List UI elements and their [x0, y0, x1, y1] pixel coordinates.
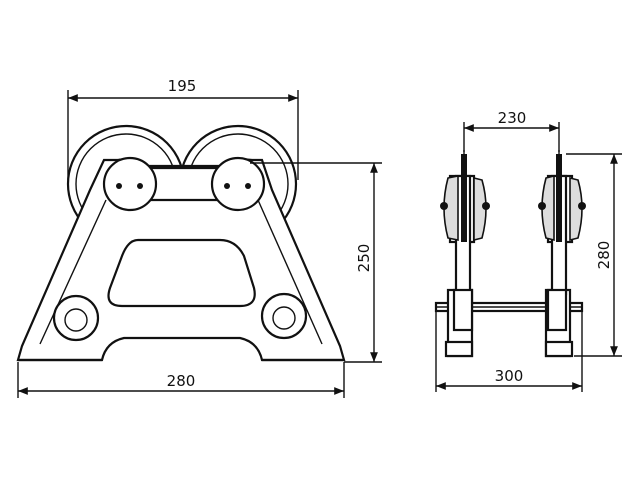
left-wheel-unit — [440, 150, 490, 358]
dim-axle-length: 300 — [435, 312, 583, 392]
dim-height: 250 — [250, 162, 382, 363]
dim-end-height-label: 280 — [595, 241, 613, 270]
side-view: 195 250 280 — [16, 77, 382, 398]
end-view: 230 280 300 — [434, 109, 622, 392]
dim-axle-length-label: 300 — [495, 367, 524, 385]
right-wheel-unit — [538, 150, 586, 358]
dim-base-width-label: 280 — [167, 372, 196, 390]
dim-base-width: 280 — [17, 362, 345, 398]
right-hub — [210, 156, 266, 212]
dim-roller-span: 195 — [67, 77, 299, 180]
dim-height-label: 250 — [355, 244, 373, 273]
left-foot-hole — [52, 294, 100, 342]
left-hub — [102, 156, 158, 212]
right-foot-hole — [260, 292, 308, 340]
dim-roller-span-label: 195 — [168, 77, 197, 95]
dim-wheel-spacing-label: 230 — [498, 109, 527, 127]
frame-cutout — [107, 238, 256, 308]
dim-wheel-spacing: 230 — [463, 109, 560, 152]
